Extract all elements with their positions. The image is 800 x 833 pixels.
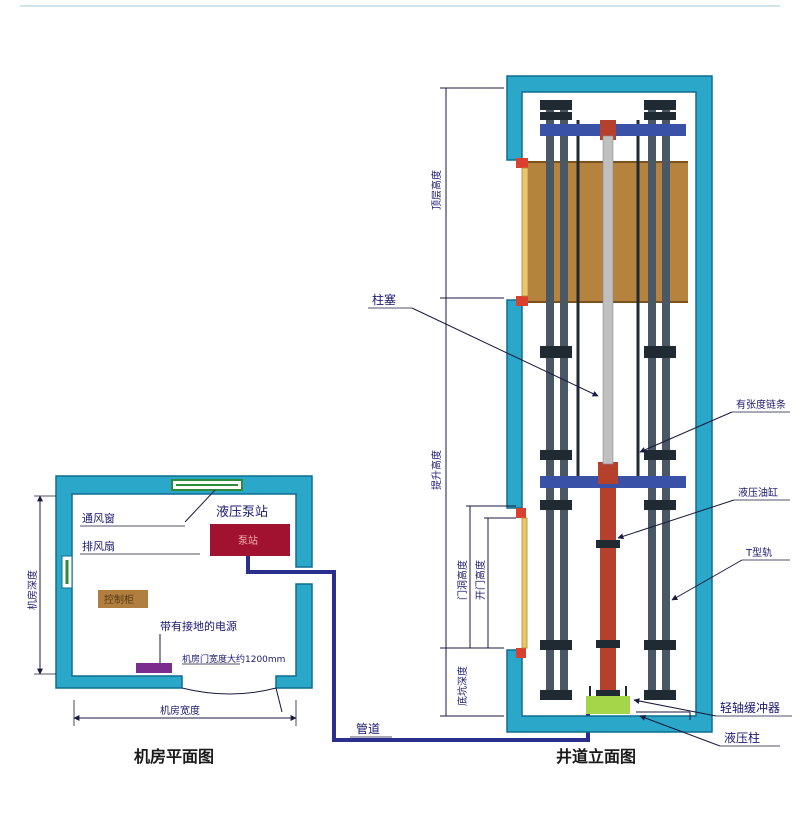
junction-box [136,663,172,673]
pit-depth-label: 底坑深度 [456,666,469,706]
rail-label: T型轨 [745,546,772,559]
machine-room-plan: 通风窗 排风扇 液压泵站 泵站 控制柜 带有接地的电源 机房门宽度大约1200m… [26,475,313,766]
lower-landing-door [521,517,528,649]
vent-leader [184,489,216,523]
shaft-wall-middle [506,299,523,509]
buffer [586,696,630,714]
pump-box-text: 泵站 [238,534,258,547]
buffer-label: 轻轴缓冲器 [720,700,780,715]
pump-station-label: 液压泵站 [216,505,268,520]
door-label: 机房门宽度大约1200mm [182,653,285,665]
control-cabinet [98,590,148,608]
width-dim-label: 机房宽度 [160,704,200,717]
hydraulic-cylinder [600,488,616,700]
plunger [602,135,614,465]
shaft-elevation: 顶层高度 提升高度 门洞高度 开门高度 底坑深度 柱塞 有张度链条 液压油缸 T… [368,75,792,766]
pipe-label: 管道 [356,721,380,736]
door-clear-label: 开门高度 [474,560,487,600]
hydraulic-label: 液压柱 [724,730,760,745]
machine-room-wall [55,475,313,689]
depth-dim-label: 机房深度 [26,570,39,610]
exhaust-fan-label: 排风扇 [82,539,115,553]
plunger-label: 柱塞 [372,292,396,307]
upper-landing-door [521,167,529,297]
travel-height-label: 提升高度 [430,450,443,490]
machine-room-title: 机房平面图 [134,747,214,766]
top-height-label: 顶层高度 [430,170,443,210]
shaft-title: 井道立面图 [556,747,636,766]
t-rail-left-inner [560,100,568,700]
door-opening-label: 门洞高度 [456,560,469,600]
t-rail-right-outer [662,100,670,700]
hydraulic-pipe [246,556,590,742]
pump-station-box [210,524,290,556]
power-line-label: 带有接地的电源 [160,619,237,633]
door-swing [181,687,277,695]
t-rail-left-outer [546,100,554,700]
vent-window-label: 通风窗 [82,511,115,525]
chain-label: 有张度链条 [736,398,786,411]
control-cabinet-text: 控制柜 [104,593,134,606]
machine-room-wall-right [275,583,313,689]
cylinder-label: 液压油缸 [738,486,778,499]
t-rail-right-inner [648,100,656,700]
